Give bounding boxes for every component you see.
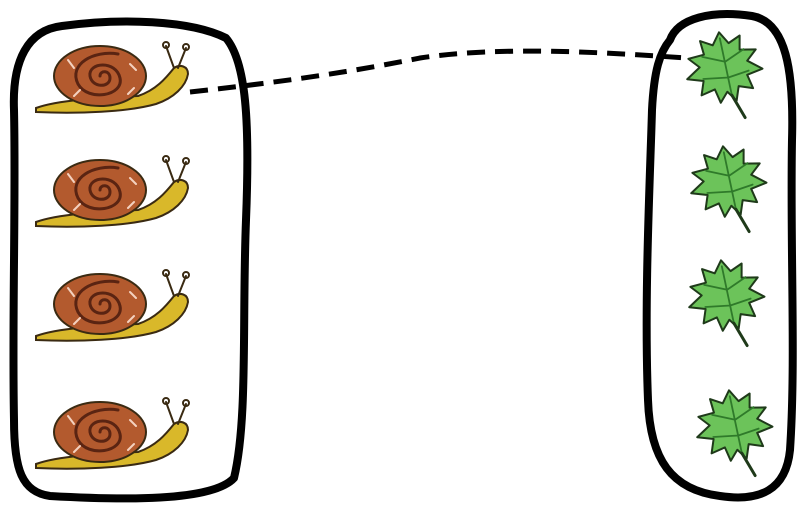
leaf-icon xyxy=(686,31,764,120)
snail-icon xyxy=(35,269,190,342)
leaf-icon xyxy=(690,145,768,234)
snail-icon xyxy=(35,41,190,114)
leaf-icon xyxy=(696,389,774,478)
leaf-icon xyxy=(688,259,766,348)
snail-icon xyxy=(35,155,190,228)
snail-icon xyxy=(35,397,190,470)
left-group-frame xyxy=(9,17,252,503)
match-line xyxy=(189,48,687,95)
right-group-frame xyxy=(642,10,797,502)
